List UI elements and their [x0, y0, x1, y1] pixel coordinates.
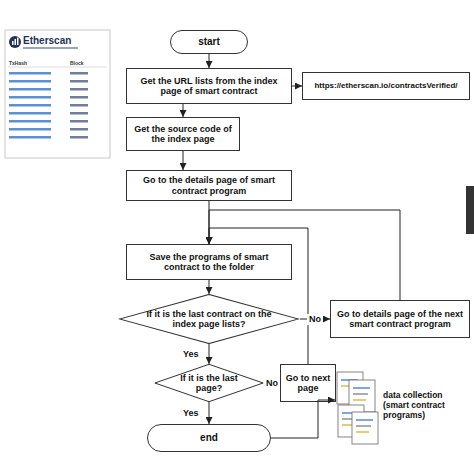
flow-connector	[209, 344, 210, 364]
start-terminal: start	[170, 30, 248, 54]
block-rows	[70, 72, 88, 139]
flow-connector	[292, 86, 302, 87]
node-text-wrap: Get the source code of the index page	[127, 124, 239, 145]
node-text-wrap: Go to details page of the next smart con…	[331, 309, 469, 330]
edge-label: Yes	[181, 349, 201, 360]
table-rule	[8, 67, 107, 68]
process-box: Get the source code of the index page	[126, 117, 240, 151]
node-text: Save the programs of smart contract to t…	[131, 252, 287, 273]
edge-label: No	[264, 378, 280, 389]
cropped-bracket	[466, 186, 474, 234]
node-text: end	[152, 432, 266, 444]
data-collection: data collection (smart contract programs…	[335, 368, 474, 444]
end-terminal: end	[147, 424, 271, 452]
node-text-wrap: If it is the last contract on the index …	[118, 309, 300, 330]
node-text-wrap: https://etherscan.io/contractsVerified/	[303, 81, 469, 90]
flow-connector	[271, 400, 335, 438]
decision-diamond: If it is the last page?	[154, 364, 264, 402]
diamond-shape	[119, 294, 298, 343]
screenshot-frame	[5, 30, 110, 158]
logo-bar	[17, 38, 19, 46]
flow-connector	[209, 201, 210, 244]
table-header: TxHash	[9, 61, 27, 66]
flow-connector	[209, 280, 210, 294]
process-box: Go to details page of the next smart con…	[330, 300, 470, 338]
table-header: Block	[70, 61, 84, 66]
hash-rows	[9, 72, 51, 139]
node-text-wrap: If it is the last page?	[154, 373, 264, 394]
node-text: data collection (smart contract programs…	[383, 391, 470, 420]
logo-bar	[15, 39, 17, 45]
diamond-shape	[155, 364, 263, 401]
node-text: https://etherscan.io/contractsVerified/	[307, 81, 465, 90]
node-text: Get the source code of the index page	[131, 124, 235, 145]
logo-subtitle	[23, 47, 78, 49]
logo-text: Etherscan	[23, 36, 71, 46]
flow-connector	[209, 402, 210, 424]
node-text-wrap: Go to next page	[281, 373, 335, 394]
node-text: Go to details page of the next smart con…	[335, 309, 465, 330]
node-text-wrap: Go to the details page of smart contract…	[127, 175, 291, 196]
node-text: Go to next page	[285, 373, 331, 394]
edge-label: No	[307, 314, 323, 325]
flow-connector	[183, 151, 184, 170]
flow-connector	[209, 228, 308, 364]
edge-label: Yes	[181, 408, 201, 419]
node-text: If it is the last page?	[174, 373, 244, 394]
node-text: If it is the last contract on the index …	[142, 309, 276, 330]
flow-connector	[183, 104, 184, 117]
node-text: start	[175, 36, 243, 48]
process-box: Go to the details page of smart contract…	[126, 170, 292, 201]
logo-bar	[12, 41, 14, 45]
process-box: Save the programs of smart contract to t…	[126, 244, 292, 280]
flow-connector	[209, 54, 210, 68]
node-text-wrap: Get the URL lists from the index page of…	[127, 76, 291, 97]
flow-connector	[209, 210, 400, 300]
etherscan-screenshot	[5, 30, 110, 158]
url-box: https://etherscan.io/contractsVerified/	[302, 72, 470, 100]
process-box: Get the URL lists from the index page of…	[126, 68, 292, 104]
node-text: Get the URL lists from the index page of…	[131, 76, 287, 97]
node-text-wrap: data collection (smart contract programs…	[335, 391, 474, 420]
node-text: Go to the details page of smart contract…	[131, 175, 287, 196]
node-text-wrap: start	[171, 36, 247, 48]
process-box: Go to next page	[280, 364, 336, 402]
decision-diamond: If it is the last contract on the index …	[118, 294, 300, 344]
etherscan-logo	[9, 36, 21, 48]
node-text-wrap: Save the programs of smart contract to t…	[127, 252, 291, 273]
node-text-wrap: end	[148, 432, 270, 444]
document-stack-icon	[337, 372, 378, 444]
